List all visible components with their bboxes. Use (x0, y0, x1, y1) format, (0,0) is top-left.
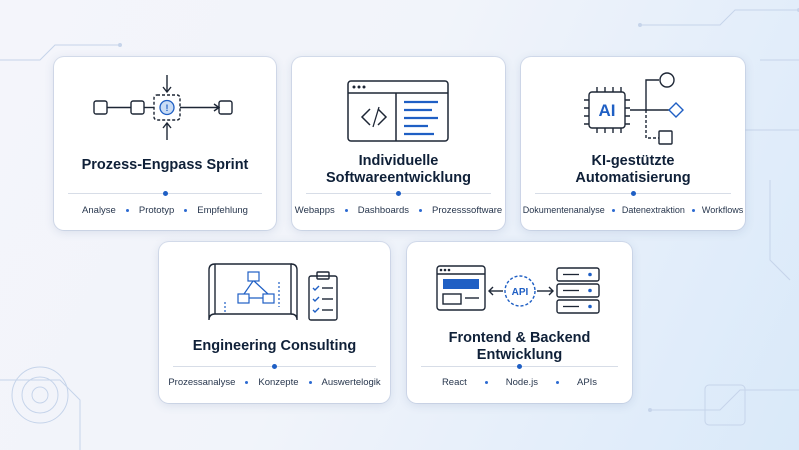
tag: React (441, 377, 467, 388)
chip-label: AI (599, 101, 616, 120)
tag: Konzepte (258, 377, 299, 388)
tag: Workflows (701, 205, 744, 215)
card-tags: React Node.js APIs (407, 377, 632, 388)
card-divider (535, 191, 731, 196)
api-label: API (512, 287, 529, 298)
tag: Webapps (294, 205, 335, 216)
tag: Prozesssoftware (431, 205, 503, 216)
card-title: Engineering Consulting (192, 338, 357, 354)
tag: Prototyp (138, 205, 175, 216)
tag: Empfehlung (197, 205, 248, 216)
service-card-ai-automation[interactable]: AI KI-gestützte Automatisierung Dokument… (521, 57, 745, 230)
tag: Auswertelogik (321, 377, 381, 388)
bottleneck-flow-icon: ! (93, 75, 233, 140)
service-card-process-sprint[interactable]: ! Prozess-Engpass Sprint Analyse Prototy… (54, 57, 276, 230)
card-tags: Dokumentenanalyse Datenextraktion Workfl… (521, 205, 745, 215)
card-divider (173, 364, 376, 369)
card-divider (306, 191, 491, 196)
svg-text:!: ! (166, 103, 169, 113)
service-card-frontend-backend[interactable]: API Frontend & Backend Entwicklung React… (407, 242, 632, 403)
card-tags: Analyse Prototyp Empfehlung (54, 205, 276, 216)
card-tags: Prozessanalyse Konzepte Auswertelogik (159, 377, 390, 388)
tag: Node.js (505, 377, 538, 388)
tag: Prozessanalyse (168, 377, 236, 388)
tag: Dokumentenanalyse (522, 205, 605, 215)
tag: APIs (576, 377, 598, 388)
card-title: KI-gestützte Automatisierung (575, 153, 691, 186)
ai-chip-icon: AI (584, 72, 684, 145)
api-server-icon: API (436, 265, 600, 314)
card-divider (68, 191, 262, 196)
blueprint-checklist-icon (208, 263, 338, 321)
card-divider (421, 364, 618, 369)
service-card-software-development[interactable]: Individuelle Softwareentwicklung Webapps… (292, 57, 505, 230)
card-title: Frontend & Backend Entwicklung (448, 330, 591, 363)
card-tags: Webapps Dashboards Prozesssoftware (292, 205, 505, 216)
card-title: Prozess-Engpass Sprint (81, 157, 249, 173)
tag: Dashboards (357, 205, 409, 216)
code-window-icon (347, 80, 449, 142)
tag: Analyse (82, 205, 116, 216)
service-card-engineering-consulting[interactable]: Engineering Consulting Prozessanalyse Ko… (159, 242, 390, 403)
card-title: Individuelle Softwareentwicklung (325, 153, 472, 186)
tag: Datenextraktion (621, 205, 685, 215)
